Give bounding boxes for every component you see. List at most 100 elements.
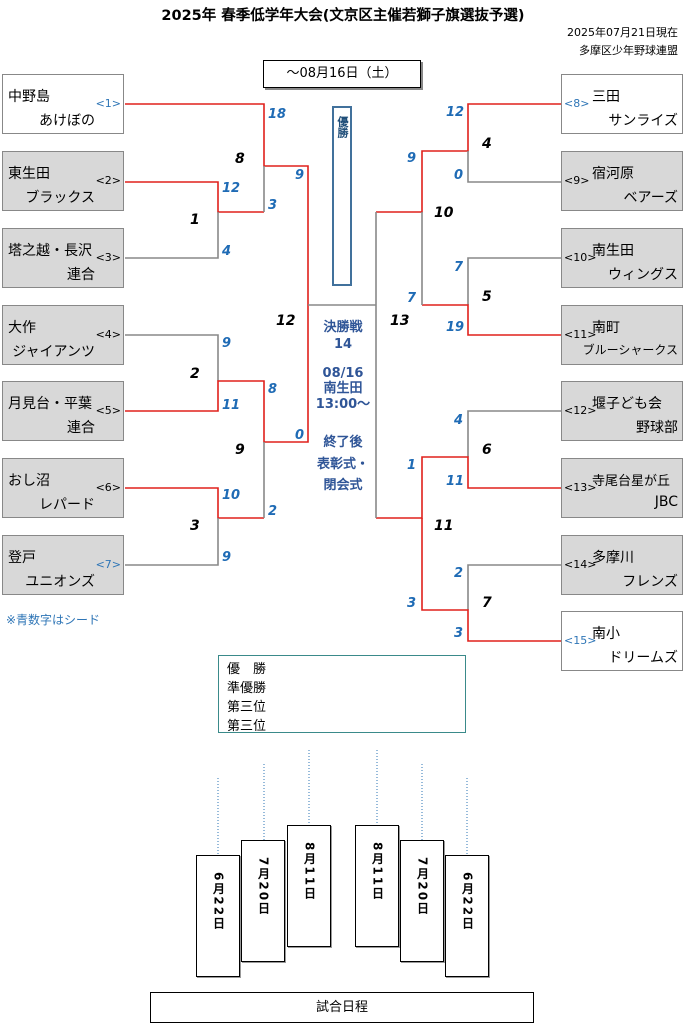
score: 4 (222, 244, 232, 259)
score: 0 (295, 428, 305, 443)
score: 7 (407, 291, 417, 306)
final-date: 08/16 (322, 366, 364, 381)
game-number: 8 (235, 151, 245, 167)
final-time: 13:00～ (315, 397, 371, 412)
team-name-sub: サンライズ (608, 113, 678, 129)
team-name: 中野島 (8, 89, 50, 105)
score: 0 (454, 168, 464, 183)
team-box-9: 宿河原 ベアーズ <9> (561, 151, 683, 211)
schedule-date: 8月11日 (302, 842, 317, 902)
game-number: 3 (190, 518, 200, 534)
score: 10 (222, 488, 241, 503)
team-name-sub: 連合 (67, 420, 95, 436)
schedule-date: 6月22日 (460, 872, 475, 932)
team-box-11: 南町 ブルーシャークス <11> (561, 305, 683, 365)
schedule-date: 7月20日 (415, 857, 430, 917)
line-r-seed8 (376, 103, 561, 213)
team-box-7: 登戸 ユニオンズ <7> (2, 535, 124, 595)
date-range-box: ～08月16日（土） (263, 60, 421, 88)
team-box-13: 寺尾台星が丘 JBC <13> (561, 458, 683, 518)
score: 11 (222, 398, 241, 413)
final-after-3: 閉会式 (323, 478, 363, 493)
team-name-sub: ジャイアンツ (12, 344, 95, 360)
game-number: 5 (482, 289, 492, 305)
team-box-3: 塔之越・長沢 連合 <3> (2, 228, 124, 288)
team-name: 東生田 (8, 166, 50, 182)
score: 12 (446, 105, 465, 120)
line-r-t9 (467, 151, 561, 183)
team-number: <9> (564, 174, 590, 187)
team-name: 寺尾台星が丘 (592, 474, 671, 489)
line-l-t4 (125, 334, 219, 381)
line-l-t2 (125, 181, 264, 213)
team-number: <4> (95, 328, 121, 341)
team-name-sub: ブルーシャークス (582, 343, 678, 357)
team-name: 堰子ども会 (592, 396, 662, 412)
team-number: <14> (564, 558, 597, 571)
schedule-card: 7月20日 (241, 840, 285, 962)
final-game-number: 14 (333, 337, 353, 352)
score: 9 (295, 168, 305, 183)
team-name-sub: あけぼの (39, 113, 95, 129)
score: 3 (268, 198, 278, 213)
team-box-12: 堰子ども会 野球部 <12> (561, 381, 683, 441)
team-name: 大作 (8, 320, 36, 336)
score: 18 (268, 107, 287, 122)
line-l-t7 (125, 518, 219, 566)
schedule-card: 7月20日 (400, 840, 444, 962)
score: 2 (454, 566, 464, 581)
line-l-seed1 (125, 103, 309, 305)
score: 9 (222, 336, 232, 351)
game-number: 7 (482, 595, 492, 611)
game-number: 6 (482, 442, 492, 458)
game-number: 4 (482, 136, 492, 152)
team-name: 月見台・平葉 (8, 396, 92, 412)
line-r-t12 (467, 410, 561, 457)
team-name-sub: フレンズ (622, 574, 678, 590)
team-number: <3> (95, 251, 121, 264)
line-r-t15 (421, 518, 561, 642)
team-name-sub: ベアーズ (623, 190, 678, 206)
game-number: 2 (190, 366, 200, 382)
team-number: <5> (95, 404, 121, 417)
team-number: <6> (95, 481, 121, 494)
line-r-t14 (467, 564, 561, 610)
team-number: <12> (564, 404, 597, 417)
game-number: 13 (390, 313, 410, 329)
team-box-4: 大作 ジャイアンツ <4> (2, 305, 124, 365)
result-champion: 優 勝 (227, 662, 267, 677)
team-number: <11> (564, 328, 597, 341)
as-of-date: 2025年07月21日現在 (567, 26, 678, 39)
seed-note: ※青数字はシード (6, 613, 101, 627)
line-r-t11 (422, 304, 561, 336)
team-name-sub: ブラックス (25, 190, 95, 206)
team-name-sub: ドリームズ (608, 650, 678, 666)
score: 2 (268, 504, 278, 519)
team-name: 南町 (592, 320, 620, 336)
champion-box: 優勝 (332, 106, 352, 286)
schedule-card: 6月22日 (445, 855, 489, 977)
team-number: <2> (95, 174, 121, 187)
team-name-sub: 連合 (67, 267, 95, 283)
game-number: 1 (190, 212, 200, 228)
team-name-sub: ウィングス (608, 267, 678, 283)
team-box-10: 南生田 ウィングス <10> (561, 228, 683, 288)
page-title: 2025年 春季低学年大会(文京区主催若獅子旗選抜予選) (161, 8, 525, 24)
result-third: 第三位 (227, 700, 267, 715)
team-name-sub: 野球部 (636, 420, 678, 436)
team-name: おし沼 (8, 473, 50, 489)
schedule-card: 6月22日 (196, 855, 240, 977)
game-number: 11 (434, 518, 454, 534)
score: 3 (407, 596, 417, 611)
score: 8 (268, 382, 278, 397)
schedule-label: 試合日程 (150, 992, 534, 1023)
line-l-t3 (125, 212, 219, 259)
team-name: 登戸 (8, 550, 36, 566)
final-after-1: 終了後 (323, 435, 363, 450)
game-number: 12 (276, 313, 296, 329)
team-name: 塔之越・長沢 (8, 243, 92, 259)
team-box-15: 南小 ドリームズ <15> (561, 611, 683, 671)
organizer: 多摩区少年野球連盟 (579, 44, 678, 57)
line-l-t5 (125, 305, 309, 443)
